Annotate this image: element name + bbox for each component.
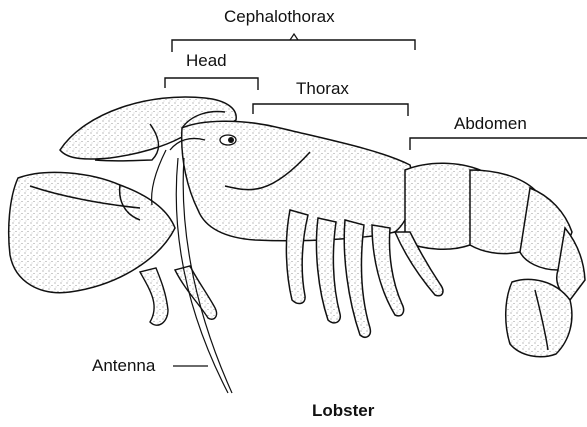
abdomen	[405, 163, 585, 357]
abdomen-label: Abdomen	[454, 115, 527, 132]
eye	[220, 135, 236, 145]
thorax-bracket	[253, 104, 408, 116]
small-claws	[140, 266, 216, 325]
abdomen-bracket	[410, 138, 587, 150]
thorax-label: Thorax	[296, 80, 349, 97]
head-label: Head	[186, 52, 227, 69]
figure-caption: Lobster	[312, 402, 374, 419]
cephalothorax-label: Cephalothorax	[224, 8, 335, 25]
head-bracket	[165, 78, 258, 90]
antenna-label: Antenna	[92, 357, 155, 374]
